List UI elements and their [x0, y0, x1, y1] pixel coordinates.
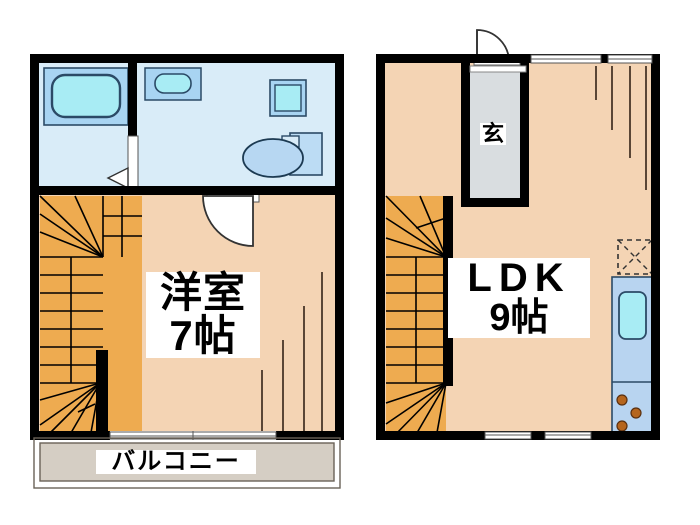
- toilet: [242, 132, 323, 178]
- western-room-name: 洋室: [159, 269, 246, 316]
- window-top-right: [607, 54, 653, 64]
- room-label-western-room: 洋室 7帖: [146, 269, 260, 359]
- left-ceiling-slope-marks: [261, 272, 323, 436]
- stair-partition-wall: [96, 350, 108, 440]
- genkan-step: [469, 65, 527, 73]
- genkan-walls: [461, 62, 529, 207]
- wet-area-bottom-wall: [38, 186, 336, 195]
- left-staircase: [39, 195, 142, 440]
- right-ceiling-slope-marks: [595, 66, 647, 190]
- toilet-bowl: [242, 138, 304, 178]
- ldk-size: 9帖: [489, 296, 549, 339]
- kitchen-sink: [618, 291, 647, 340]
- window-bottom-right: [544, 431, 592, 440]
- right-plan-group: [376, 29, 660, 440]
- window-bottom-left: [484, 431, 532, 440]
- bath-divider-wall: [128, 62, 137, 126]
- washroom-fixtures: [144, 67, 323, 178]
- bathtub-unit: [43, 67, 129, 126]
- gas-stove-3-burner: [616, 394, 642, 432]
- vanity-basin: [154, 73, 192, 94]
- bath-divider-wall-lower: [128, 126, 137, 136]
- kitchen-unit: [611, 239, 653, 435]
- western-room-size: 7帖: [169, 311, 237, 359]
- room-label-genkan: 玄: [480, 121, 506, 146]
- balcony-sliding-door: [109, 431, 277, 440]
- window-top-left: [530, 54, 602, 64]
- right-staircase: [385, 195, 453, 439]
- range-hood-space: [617, 239, 653, 275]
- room-label-balcony: バルコニー: [96, 449, 256, 475]
- room-label-ldk: LDK 9帖: [448, 258, 590, 338]
- right-plan-windows: [484, 54, 653, 440]
- ldk-name: LDK: [467, 256, 571, 300]
